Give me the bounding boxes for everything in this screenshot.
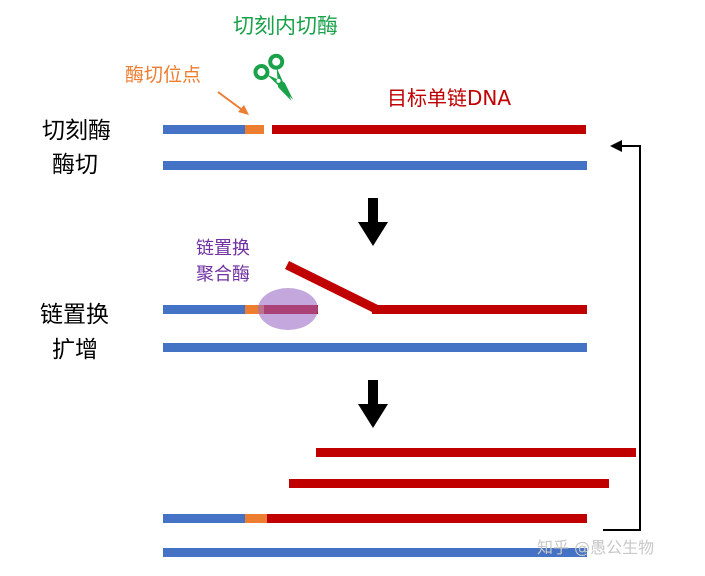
down-arrow-icon — [358, 380, 388, 428]
step2-template-strand — [163, 343, 587, 352]
polymerase-label-line2: 聚合酶 — [196, 264, 250, 285]
step1-target-strand — [272, 125, 586, 134]
step1-nick-site — [245, 125, 264, 134]
displaced-strand — [285, 260, 378, 314]
nick-site-pointer-head — [238, 105, 249, 115]
target-ssdna-label: 目标单链DNA — [387, 86, 511, 110]
step2-primer-strand — [163, 305, 245, 314]
released-ssdna-1 — [316, 448, 636, 457]
watermark: 知乎 @愚公生物 — [537, 538, 654, 557]
polymerase-label-line1: 链置换 — [196, 238, 250, 259]
step1-label-line2: 酶切 — [52, 152, 98, 178]
loop-back-arrow-icon — [603, 140, 641, 531]
step3-primer-strand — [163, 514, 245, 523]
released-ssdna-2 — [289, 479, 609, 488]
down-arrow-icon — [358, 198, 388, 246]
step1-primer-strand — [163, 125, 245, 134]
step3-template-strand — [163, 548, 587, 557]
step1-duplex — [163, 125, 587, 170]
step2-label-line1: 链置换 — [40, 302, 109, 328]
step1-label-line1: 切刻酶 — [42, 118, 111, 144]
scissors-icon — [253, 53, 294, 102]
step3-nick-site — [245, 514, 267, 523]
step3-new-strand — [267, 514, 587, 523]
step2-label-line2: 扩增 — [52, 337, 98, 363]
nicking-enzyme-label: 切刻内切酶 — [233, 14, 338, 38]
polymerase-blob — [258, 288, 318, 330]
step2-target-strand — [372, 305, 587, 314]
nick-site-pointer — [217, 91, 246, 113]
amplified-products — [163, 448, 636, 557]
nick-site-label: 酶切位点 — [125, 64, 201, 86]
step1-template-strand — [163, 161, 587, 170]
step2-duplex — [163, 260, 587, 352]
step2-nick-site — [245, 305, 264, 314]
